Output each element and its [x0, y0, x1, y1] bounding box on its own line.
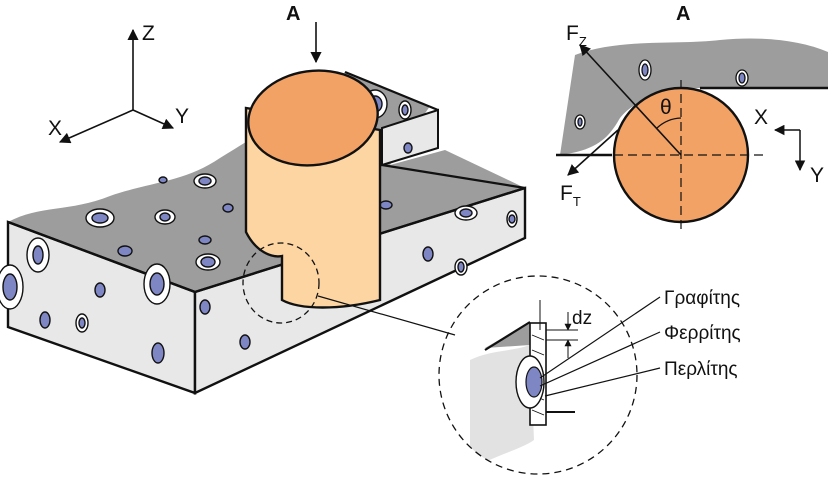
detail-circle [438, 275, 638, 475]
phase-label-pearlite: Περλίτης [664, 359, 738, 380]
top-nodules [85, 142, 478, 271]
cutting-tool [244, 69, 382, 309]
section-y-label: Y [810, 164, 824, 187]
x-axis-label: X [48, 117, 62, 140]
y-axis-label: Y [175, 105, 189, 128]
detail-callout [242, 242, 320, 324]
view-marker-label: A [286, 3, 300, 25]
coordinate-axes: Z X Y [48, 22, 189, 144]
depth-label: dz [572, 308, 592, 329]
angle-label: θ [660, 96, 672, 119]
force-z-label: FZ [566, 22, 587, 49]
tool-end-face [247, 69, 379, 167]
section-material [560, 38, 828, 155]
phase-label-ferrite: Φερρίτης [664, 323, 741, 344]
phase-label-graphite: Γραφίτης [664, 288, 740, 309]
view-arrow-a: A [286, 3, 322, 64]
section-x-label: X [754, 106, 768, 129]
section-view-a: A θ X Y FZ FT [556, 3, 828, 232]
section-view-title: A [676, 3, 690, 25]
force-t-label: FT [560, 182, 581, 209]
z-axis-label: Z [142, 22, 155, 45]
detail-view: dz [438, 275, 661, 475]
